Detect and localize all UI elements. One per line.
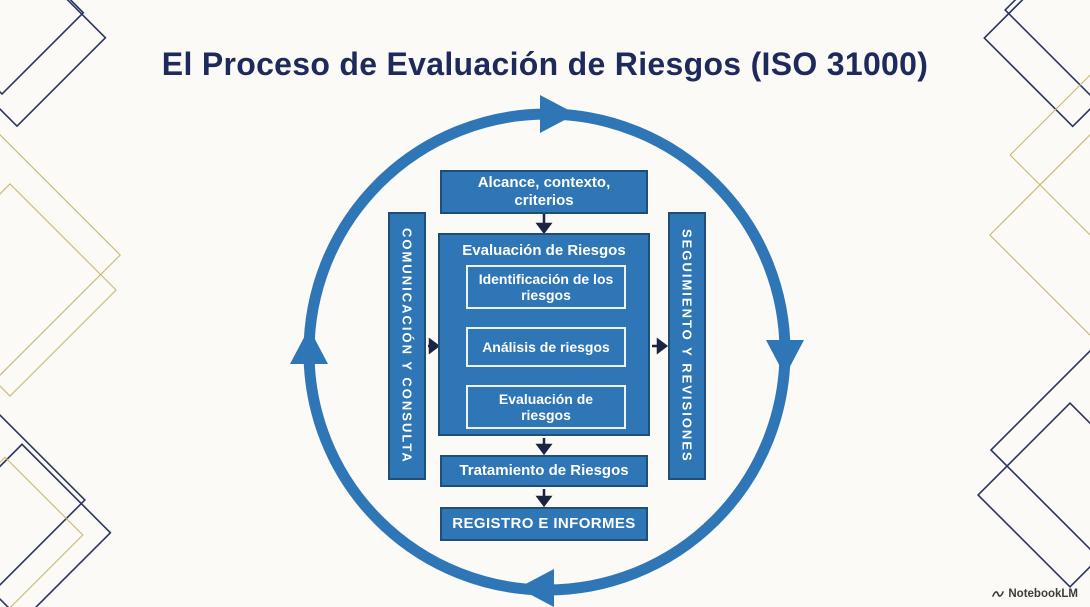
watermark-label: NotebookLM bbox=[1008, 588, 1078, 600]
monitoring-review-bar: SEGUIMIENTO Y REVISIONES bbox=[668, 212, 706, 480]
cycle-arrowhead-bottom bbox=[518, 569, 554, 607]
risk-identification-box: Identificación de los riesgos bbox=[466, 265, 626, 309]
monitoring-review-label: SEGUIMIENTO Y REVISIONES bbox=[679, 229, 695, 463]
page-title: El Proceso de Evaluación de Riesgos (ISO… bbox=[161, 46, 929, 82]
communication-consultation-label: COMUNICACIÓN Y CONSULTA bbox=[399, 228, 415, 464]
scope-context-criteria-box: Alcance, contexto, criterios bbox=[440, 170, 648, 214]
risk-evaluation-box: Evaluación de riesgos bbox=[466, 385, 626, 429]
risk-assessment-box: Evaluación de Riesgos Identificación de … bbox=[438, 233, 650, 436]
risk-assessment-title: Evaluación de Riesgos bbox=[462, 242, 626, 259]
decorative-pattern-left bbox=[0, 0, 121, 607]
cycle-arrowhead-right bbox=[766, 340, 804, 376]
notebooklm-watermark: NotebookLM bbox=[992, 588, 1078, 600]
cycle-arrowhead-left bbox=[290, 328, 328, 364]
communication-consultation-bar: COMUNICACIÓN Y CONSULTA bbox=[388, 212, 426, 480]
notebooklm-icon bbox=[992, 591, 1005, 597]
decorative-pattern-right bbox=[976, 0, 1090, 589]
risk-analysis-box: Análisis de riesgos bbox=[466, 327, 626, 367]
cycle-arrowhead-top bbox=[540, 95, 576, 133]
risk-treatment-box: Tratamiento de Riesgos bbox=[440, 455, 648, 487]
registry-reports-box: REGISTRO E INFORMES bbox=[440, 507, 648, 541]
